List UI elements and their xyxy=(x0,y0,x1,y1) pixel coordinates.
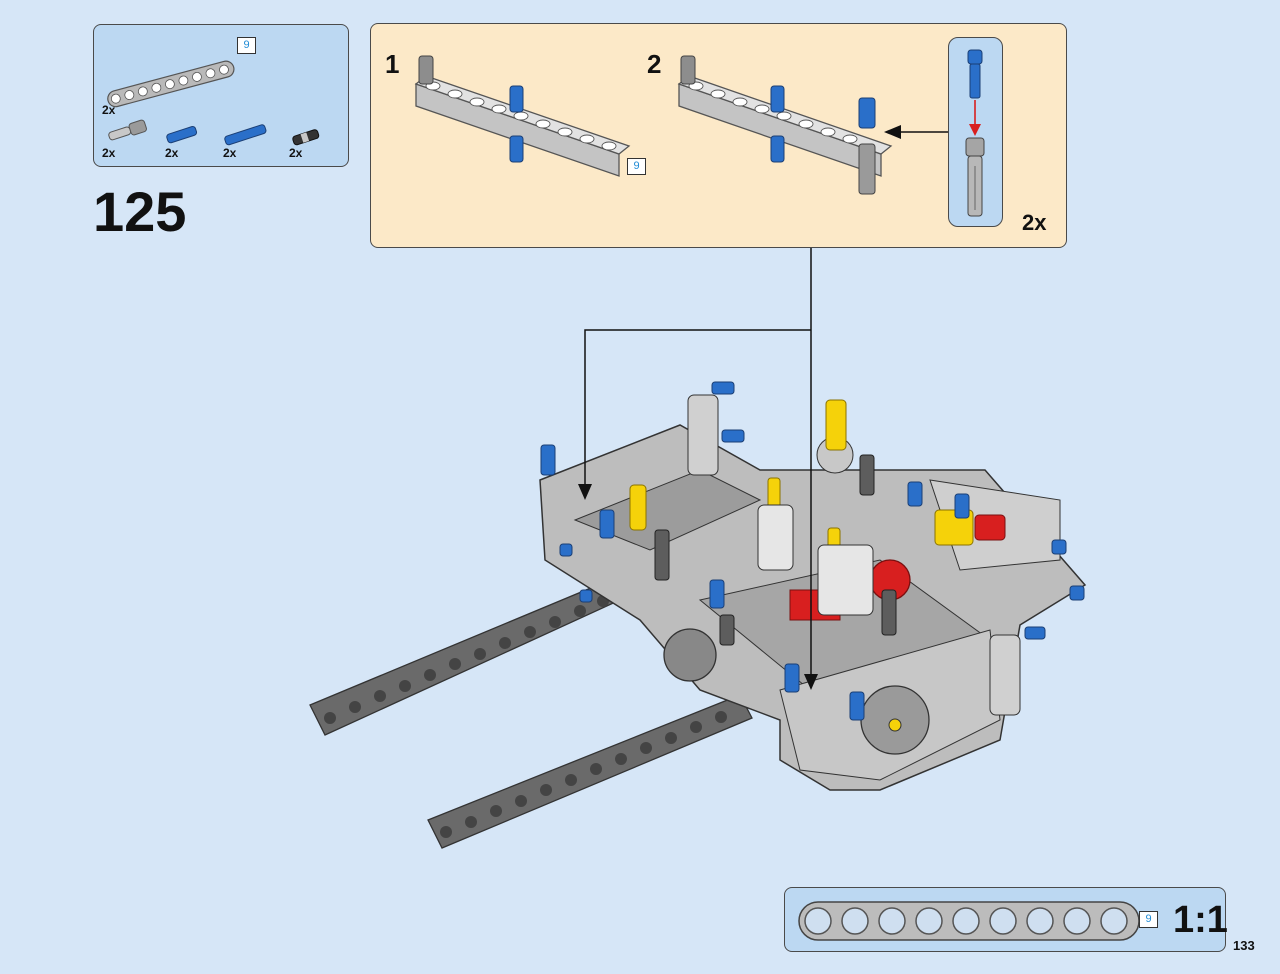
scale-beam-illustration xyxy=(798,901,1140,941)
white-beam xyxy=(817,544,874,616)
parts-list-illustration xyxy=(107,60,320,146)
frame-body xyxy=(539,424,1087,791)
connector-arrow-right xyxy=(804,674,818,690)
subassembly-beam-length-badge: 9 xyxy=(627,158,646,175)
pin-black-image xyxy=(292,129,320,146)
white-gear xyxy=(816,436,854,474)
subassembly-illustration xyxy=(414,55,949,195)
page-number: 133 xyxy=(1233,938,1255,953)
yellow-axle xyxy=(825,399,847,451)
blue-pins xyxy=(540,381,1085,721)
dark-pins xyxy=(654,454,897,646)
beam-part-image xyxy=(107,60,235,108)
substep-1-beam-image xyxy=(414,55,631,177)
beam-quantity: 2x xyxy=(102,103,116,117)
connector-arrow-left xyxy=(578,484,592,500)
upright-beam xyxy=(989,634,1021,716)
red-gear xyxy=(869,559,911,601)
yellow-axle xyxy=(827,527,841,559)
yellow-connector xyxy=(934,509,974,546)
subassembly-quantity: 2x xyxy=(1022,210,1047,235)
pin-blue-long-quantity: 2x xyxy=(223,146,237,160)
pin-blue-long-image xyxy=(224,124,267,146)
scale-reference-panel: 9 1:1 xyxy=(784,887,1228,952)
pin-combination-inset xyxy=(948,37,1003,227)
pin-black-quantity: 2x xyxy=(289,146,303,160)
white-beam xyxy=(757,504,794,571)
wheel-hub xyxy=(860,685,930,755)
parts-list-panel: 9 2x 2x 2x 2x 2x xyxy=(93,24,349,167)
gray-gear xyxy=(663,628,717,682)
red-block xyxy=(789,589,841,621)
left-fork-beam xyxy=(309,579,621,736)
beam-length-badge: 9 xyxy=(237,37,256,54)
pin-blue-short-quantity: 2x xyxy=(165,146,179,160)
pin-blue-short-image xyxy=(166,126,198,144)
axle-pin-gray-image xyxy=(108,119,147,141)
pin-combination-illustration xyxy=(965,49,985,217)
red-connector xyxy=(974,514,1006,541)
scale-label: 1:1 xyxy=(1173,899,1228,941)
substep-2-beam-image xyxy=(677,55,949,195)
yellow-axle xyxy=(629,484,647,531)
right-fork-beam xyxy=(427,694,753,849)
scale-length-badge: 9 xyxy=(1139,911,1158,928)
step-number: 125 xyxy=(93,180,187,243)
substep-1-number: 1 xyxy=(385,49,400,79)
substep-2-number: 2 xyxy=(647,49,662,79)
upright-beam xyxy=(687,394,719,476)
subassembly-connector-lines xyxy=(584,248,812,680)
axle-pin-gray-quantity: 2x xyxy=(102,146,116,160)
yellow-axle xyxy=(767,477,781,509)
